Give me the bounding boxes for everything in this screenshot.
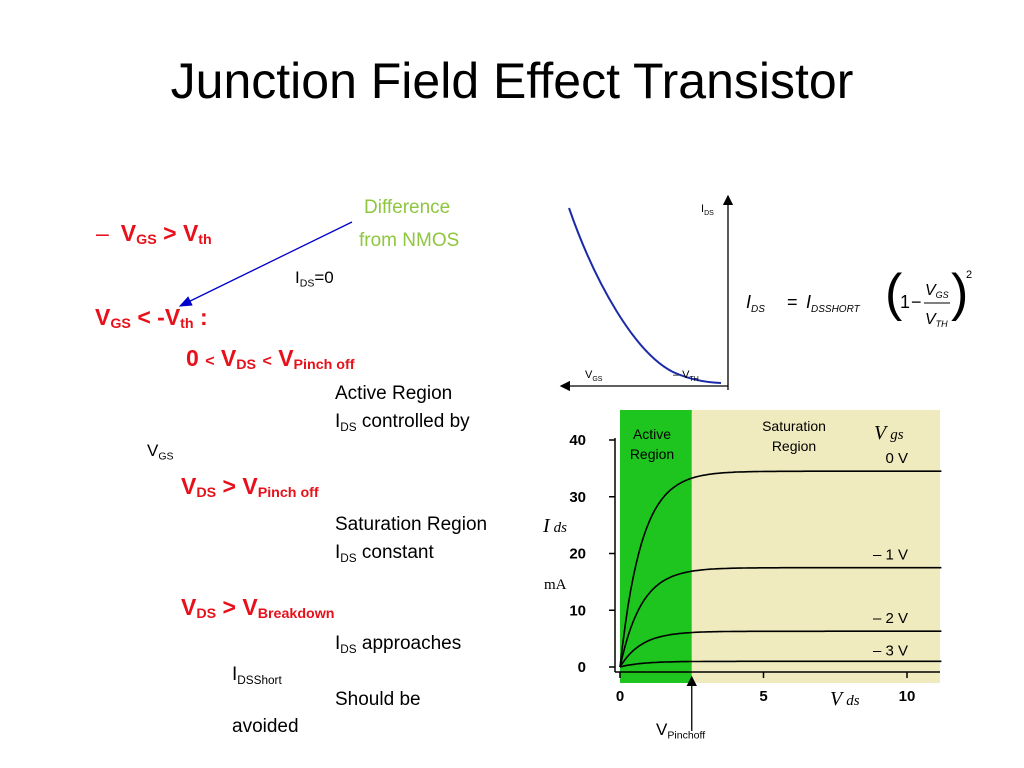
formula-numerator: VGS bbox=[925, 282, 949, 300]
active-region-title-2: Region bbox=[630, 446, 674, 462]
condition-on: VGS < -Vth : bbox=[95, 304, 208, 332]
formula-paren-right: ) bbox=[951, 264, 968, 322]
breakdown-warning-2: avoided bbox=[232, 716, 299, 737]
breakdown-desc: IDS approaches bbox=[335, 633, 462, 657]
transfer-x-label: VGS bbox=[585, 369, 603, 383]
curve-label: – 1 V bbox=[873, 547, 908, 564]
curve-vgs-3 bbox=[619, 660, 942, 668]
curve-label: – 2 V bbox=[873, 610, 908, 627]
annotation-line1: Difference bbox=[364, 197, 451, 218]
transfer-y-label: IDS bbox=[701, 203, 714, 217]
active-region-label: Active Region bbox=[335, 383, 453, 404]
transfer-vth-label: – VTH bbox=[673, 369, 699, 383]
saturation-region-title: Saturation bbox=[762, 418, 826, 434]
y-tick-label: 0 bbox=[578, 659, 586, 676]
curve-label: – 3 V bbox=[873, 642, 908, 659]
x-tick-label: 0 bbox=[616, 688, 624, 705]
formula-ishort: IDSSHORT bbox=[806, 292, 861, 315]
y-tick-label: 30 bbox=[569, 489, 586, 506]
ids-formula: IDS = IDSSHORT ( 1 − VGS VTH ) 2 bbox=[746, 264, 972, 329]
slide-title: Junction Field Effect Transistor bbox=[170, 53, 854, 109]
ma-unit-label: mA bbox=[544, 577, 567, 593]
formula-lhs: IDS bbox=[746, 292, 765, 315]
x-tick-label: 10 bbox=[899, 688, 916, 705]
breakdown-warning-1: Should be bbox=[335, 689, 421, 710]
formula-minus: − bbox=[911, 292, 922, 312]
transfer-characteristic-plot: IDS VGS – VTH bbox=[559, 194, 734, 392]
formula-exponent: 2 bbox=[966, 269, 972, 281]
y-tick-label: 40 bbox=[569, 432, 586, 449]
saturation-region-desc: IDS constant bbox=[335, 542, 434, 566]
active-region-title: Active bbox=[633, 426, 671, 442]
condition-cutoff: –VGS > Vth bbox=[96, 220, 212, 248]
y-tick-label: 10 bbox=[569, 602, 586, 619]
transfer-curve bbox=[568, 207, 722, 384]
formula-paren-left: ( bbox=[885, 264, 903, 322]
curve-vgs-2 bbox=[619, 630, 942, 668]
annotation-line2: from NMOS bbox=[359, 230, 460, 251]
vpinchoff-label: VPinchoff bbox=[656, 720, 706, 742]
curve-label: 0 V bbox=[885, 450, 908, 467]
condition-saturation: VDS > VPinch off bbox=[181, 473, 319, 501]
ids-zero: IDS=0 bbox=[295, 268, 334, 290]
condition-breakdown: VDS > VBreakdown bbox=[181, 594, 335, 622]
saturation-region-label: Saturation Region bbox=[335, 514, 488, 535]
condition-active: 0 < VDS < VPinch off bbox=[186, 345, 355, 373]
curve-vgs-0 bbox=[619, 470, 942, 668]
formula-denominator: VTH bbox=[925, 311, 948, 329]
active-region-desc: IDS controlled by bbox=[335, 411, 470, 435]
active-region-vgs: VGS bbox=[147, 441, 174, 463]
curve-vgs-1 bbox=[619, 566, 942, 668]
y-tick-label: 20 bbox=[569, 546, 586, 563]
formula-equals: = bbox=[787, 292, 798, 312]
saturation-region-title-2: Region bbox=[772, 438, 816, 454]
x-tick-label: 5 bbox=[759, 688, 767, 705]
breakdown-idsshort: IDSShort bbox=[232, 664, 282, 688]
formula-one: 1 bbox=[900, 292, 910, 312]
saturation-region-band bbox=[691, 410, 940, 683]
